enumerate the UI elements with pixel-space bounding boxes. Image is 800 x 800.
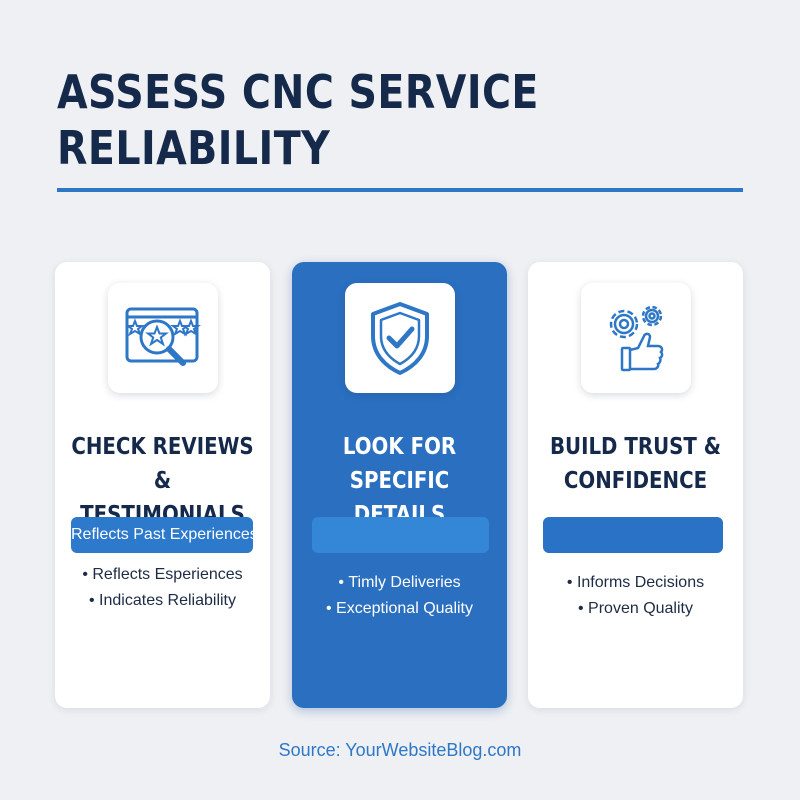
card-highlight-pill: [312, 517, 489, 553]
card-bullet-list: Reflects Esperiences Indicates Reliabili…: [55, 562, 270, 614]
card-highlight-pill: [543, 517, 723, 553]
card-title: BUILD TRUST & CONFIDENCE: [549, 434, 722, 494]
list-item: Reflects Esperiences: [55, 562, 270, 588]
card-check-reviews: CHECK REVIEWS & TESTIMONIALS Reflects Pa…: [55, 262, 270, 708]
card-build-trust: BUILD TRUST & CONFIDENCE Informs Decisio…: [528, 262, 743, 708]
card-specific-details: LOOK FOR SPECIFIC DETAILS Timly Deliveri…: [292, 262, 507, 708]
title-divider: [57, 188, 743, 192]
review-stars-magnifier-icon: [125, 307, 201, 366]
list-item: Exceptional Quality: [292, 596, 507, 622]
list-item: Proven Quality: [528, 596, 743, 622]
list-item: Informs Decisions: [528, 570, 743, 596]
shield-check-icon: [371, 302, 429, 375]
gears-thumbs-up-icon: [609, 305, 664, 372]
card-bullet-list: Informs Decisions Proven Quality: [528, 570, 743, 622]
list-item: Indicates Reliability: [55, 588, 270, 614]
card-icon-box: [345, 283, 455, 393]
source-credit: Source: YourWebsiteBlog.com: [278, 740, 522, 760]
page-title: ASSESS CNC SERVICE RELIABILITY: [57, 65, 539, 175]
card-highlight-pill: Reflects Past Experiences: [71, 517, 258, 553]
card-icon-box: [581, 283, 691, 393]
card-bullet-list: Timly Deliveries Exceptional Quality: [292, 570, 507, 622]
card-icon-box: [108, 283, 218, 393]
list-item: Timly Deliveries: [292, 570, 507, 596]
